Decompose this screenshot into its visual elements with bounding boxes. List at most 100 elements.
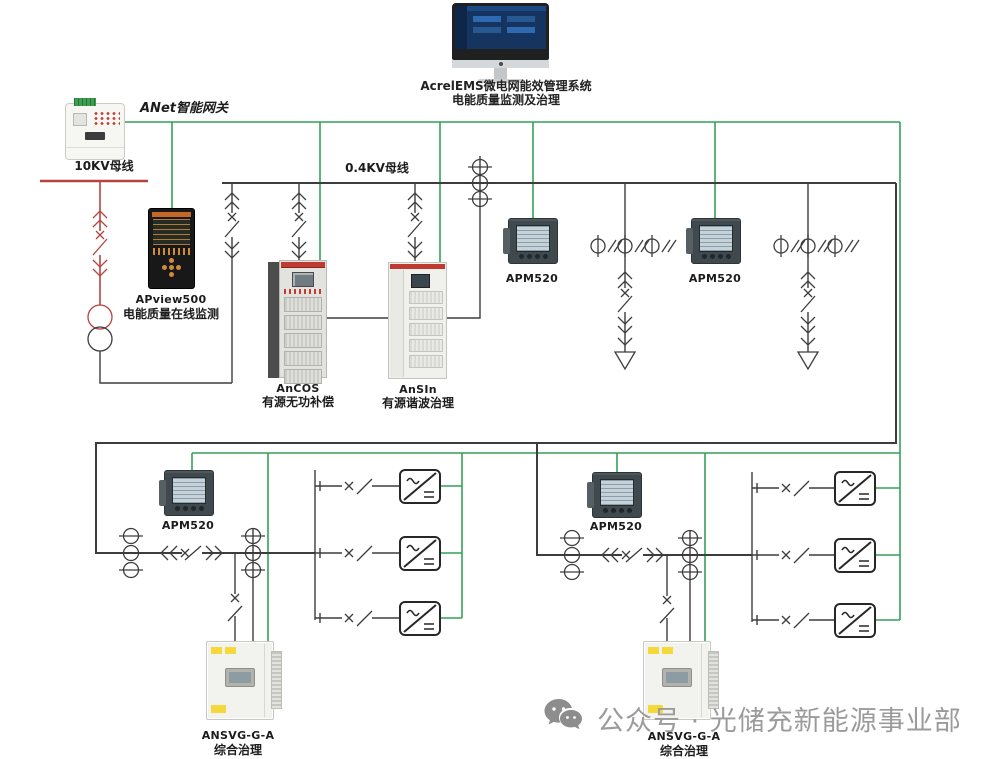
gateway-terminal [74, 98, 96, 106]
apm520-label: APM520 [505, 272, 559, 285]
apm520-display [600, 479, 634, 506]
apview500-keypad [169, 265, 174, 270]
system-title-line1: AcrelEMS微电网能效管理系统 [420, 79, 592, 93]
ancos-display [292, 272, 314, 287]
ancos-cabinet [268, 260, 327, 384]
transformer-secondary-icon [87, 326, 113, 352]
ancos-vent [284, 369, 322, 384]
ansvg-display [662, 668, 692, 687]
gateway-label-sticker [73, 113, 87, 126]
apview500-display [153, 219, 190, 245]
apm520-mount-tab [686, 228, 693, 254]
gateway-label: ANet智能网关 [140, 101, 228, 116]
hv-wires [40, 179, 148, 352]
dashboard-sidebar [455, 6, 467, 49]
monitor-screen [452, 3, 549, 60]
apview500-header [152, 212, 191, 217]
ancos-indicator-row [284, 289, 322, 294]
apm520-buttons [519, 254, 524, 259]
apm520-meter [587, 472, 642, 518]
apm520-mount-tab [503, 228, 510, 254]
inverter-icon [399, 469, 441, 504]
apm520-meter [503, 218, 558, 264]
apm520-buttons [603, 508, 608, 513]
ancos-vent [284, 351, 322, 366]
hv-bus-label: 10KV母线 [74, 159, 134, 173]
ansvg-heatsink [708, 651, 719, 709]
ansin-top-stripe [390, 264, 445, 269]
ansvg-desc-label: 综合治理 [213, 743, 263, 757]
apm520-buttons [702, 254, 707, 259]
ansin-display [411, 274, 430, 288]
ancos-top-stripe [281, 262, 325, 268]
apview500-model-label: APview500 [135, 293, 207, 306]
apm520-label: APM520 [688, 272, 742, 285]
lv-network-wires [95, 156, 897, 641]
ansvg-heatsink [271, 651, 282, 709]
inverter-icon [399, 536, 441, 571]
ansin-vent [409, 291, 443, 304]
apm520-mount-tab [587, 482, 594, 508]
hv-breaker-icon [92, 210, 108, 277]
apm520-label: APM520 [161, 519, 215, 532]
monitor-base [477, 79, 524, 83]
dashboard-topbar [467, 6, 546, 11]
ansvg-door-seam [701, 644, 702, 717]
ancos-vent [284, 333, 322, 348]
inverter-icon [834, 603, 876, 638]
warning-sticker [648, 705, 663, 713]
gateway-led-grid [93, 111, 120, 126]
load-arrow-icons [613, 351, 820, 371]
ansin-vent [409, 323, 443, 336]
ancos-vent [284, 315, 322, 330]
inverter-icon [834, 471, 876, 506]
apm520-meter [159, 470, 214, 516]
apm520-display [699, 225, 733, 252]
apview500-led-row [153, 248, 190, 255]
gateway-port [85, 132, 105, 140]
ansin-cabinet [388, 262, 447, 379]
ancos-front-panel [279, 260, 327, 384]
ems-monitor [452, 3, 549, 83]
inverter-icon [834, 538, 876, 573]
apm520-buttons [175, 506, 180, 511]
apm520-display [516, 225, 550, 252]
ansin-vent [409, 307, 443, 320]
warning-sticker [648, 647, 659, 654]
ancos-desc-label: 有源无功补偿 [261, 395, 335, 409]
ansin-vent [409, 339, 443, 352]
apview500-device [148, 208, 195, 289]
ancos-vent [284, 297, 322, 312]
warning-sticker [211, 705, 226, 713]
ansvg-cabinet [643, 641, 719, 720]
anet-gateway [65, 98, 125, 160]
ansvg-cabinet [206, 641, 282, 720]
ansin-door [390, 270, 404, 377]
apm520-meter [686, 218, 741, 264]
apview500-desc-label: 电能质量在线监测 [122, 307, 220, 321]
ancos-model-label: AnCOS [276, 382, 320, 395]
dashboard-display [455, 6, 546, 49]
ansvg-door-seam [264, 644, 265, 717]
system-title-line2: 电能质量监测及治理 [451, 93, 561, 107]
ansvg-model-label: ANSVG-G-A [647, 730, 721, 743]
watermark: 公众号 · 光储充新能源事业部 [543, 698, 962, 738]
inverter-icon [399, 601, 441, 636]
apm520-label: APM520 [589, 520, 643, 533]
dashboard-widgets [473, 16, 501, 22]
ansin-desc-label: 有源谐波治理 [381, 396, 455, 410]
apm520-mount-tab [159, 480, 166, 506]
gateway-seam [66, 147, 124, 148]
monitor-stand [494, 68, 507, 79]
warning-sticker [211, 647, 222, 654]
monitor-chin [452, 60, 549, 68]
transformer-primary-icon [87, 304, 113, 330]
watermark-text: 公众号 · 光储充新能源事业部 [597, 705, 962, 737]
apm520-display [172, 477, 206, 504]
ansvg-desc-label: 综合治理 [659, 744, 709, 758]
ansvg-display [225, 668, 255, 687]
wechat-icon [544, 699, 582, 730]
ansvg-model-label: ANSVG-G-A [201, 729, 275, 742]
